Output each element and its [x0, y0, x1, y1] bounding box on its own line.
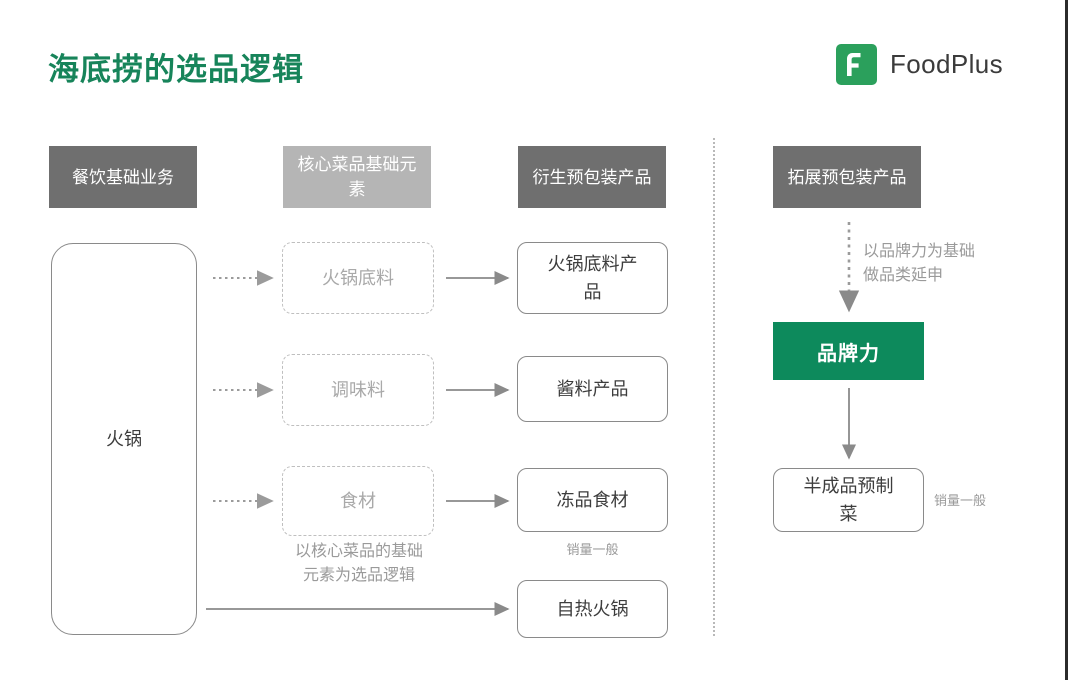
box-core-element-seasoning: 调味料: [282, 354, 434, 426]
column-header-derived-products: 衍生预包装产品: [518, 146, 666, 208]
brand-name: FoodPlus: [890, 49, 1004, 79]
box-derived-hotpot-base-product-line2: 品: [583, 282, 602, 302]
box-derived-frozen-ingredients: 冻品食材: [517, 468, 668, 532]
box-prepared-dishes-line1: 半成品预制: [803, 476, 894, 496]
brand-logo: FoodPlus: [836, 44, 1003, 85]
box-core-element-hotpot-base-label: 火锅底料: [322, 268, 394, 288]
box-core-element-ingredients: 食材: [282, 466, 434, 536]
box-brand-power-label: 品牌力: [817, 342, 880, 365]
box-derived-sauce-product: 酱料产品: [517, 356, 668, 422]
box-core-element-seasoning-label: 调味料: [331, 380, 385, 400]
box-brand-power: 品牌力: [773, 322, 924, 380]
box-derived-self-heating-hotpot-label: 自热火锅: [556, 599, 629, 619]
note-frozen-ingredients-sales: 销量一般: [566, 542, 619, 557]
box-derived-hotpot-base-product: 火锅底料产 品: [517, 242, 668, 314]
column-header-extension-products: 拓展预包装产品: [773, 146, 921, 208]
box-derived-frozen-ingredients-label: 冻品食材: [556, 490, 629, 510]
box-prepared-dishes: 半成品预制 菜: [773, 468, 924, 532]
box-derived-sauce-product-label: 酱料产品: [556, 379, 629, 399]
caption-core-elements-logic-line2: 元素为选品逻辑: [302, 567, 415, 584]
box-base-business: 火锅: [51, 243, 197, 635]
page-title: 海底捞的选品逻辑: [48, 52, 304, 87]
box-derived-hotpot-base-product-line1: 火锅底料产: [547, 254, 638, 274]
foodplus-logo-icon: [836, 44, 877, 85]
box-base-business-label: 火锅: [106, 429, 142, 449]
section-divider: [713, 138, 715, 636]
caption-brand-extension-logic: 以品牌力为基础 做品类延申: [863, 240, 1023, 288]
column-header-base-business: 餐饮基础业务: [49, 146, 197, 208]
note-prepared-dishes-sales: 销量一般: [934, 493, 987, 508]
box-derived-self-heating-hotpot: 自热火锅: [517, 580, 668, 638]
caption-core-elements-logic: 以核心菜品的基础 元素为选品逻辑: [268, 540, 450, 588]
box-prepared-dishes-line2: 菜: [839, 504, 858, 524]
caption-brand-extension-logic-line2: 做品类延申: [863, 267, 944, 284]
column-header-core-elements: 核心菜品基础元素: [283, 146, 431, 208]
box-core-element-ingredients-label: 食材: [340, 491, 376, 511]
box-core-element-hotpot-base: 火锅底料: [282, 242, 434, 314]
slide-right-border: [1065, 0, 1068, 680]
caption-core-elements-logic-line1: 以核心菜品的基础: [294, 543, 423, 560]
caption-brand-extension-logic-line1: 以品牌力为基础: [863, 243, 976, 260]
